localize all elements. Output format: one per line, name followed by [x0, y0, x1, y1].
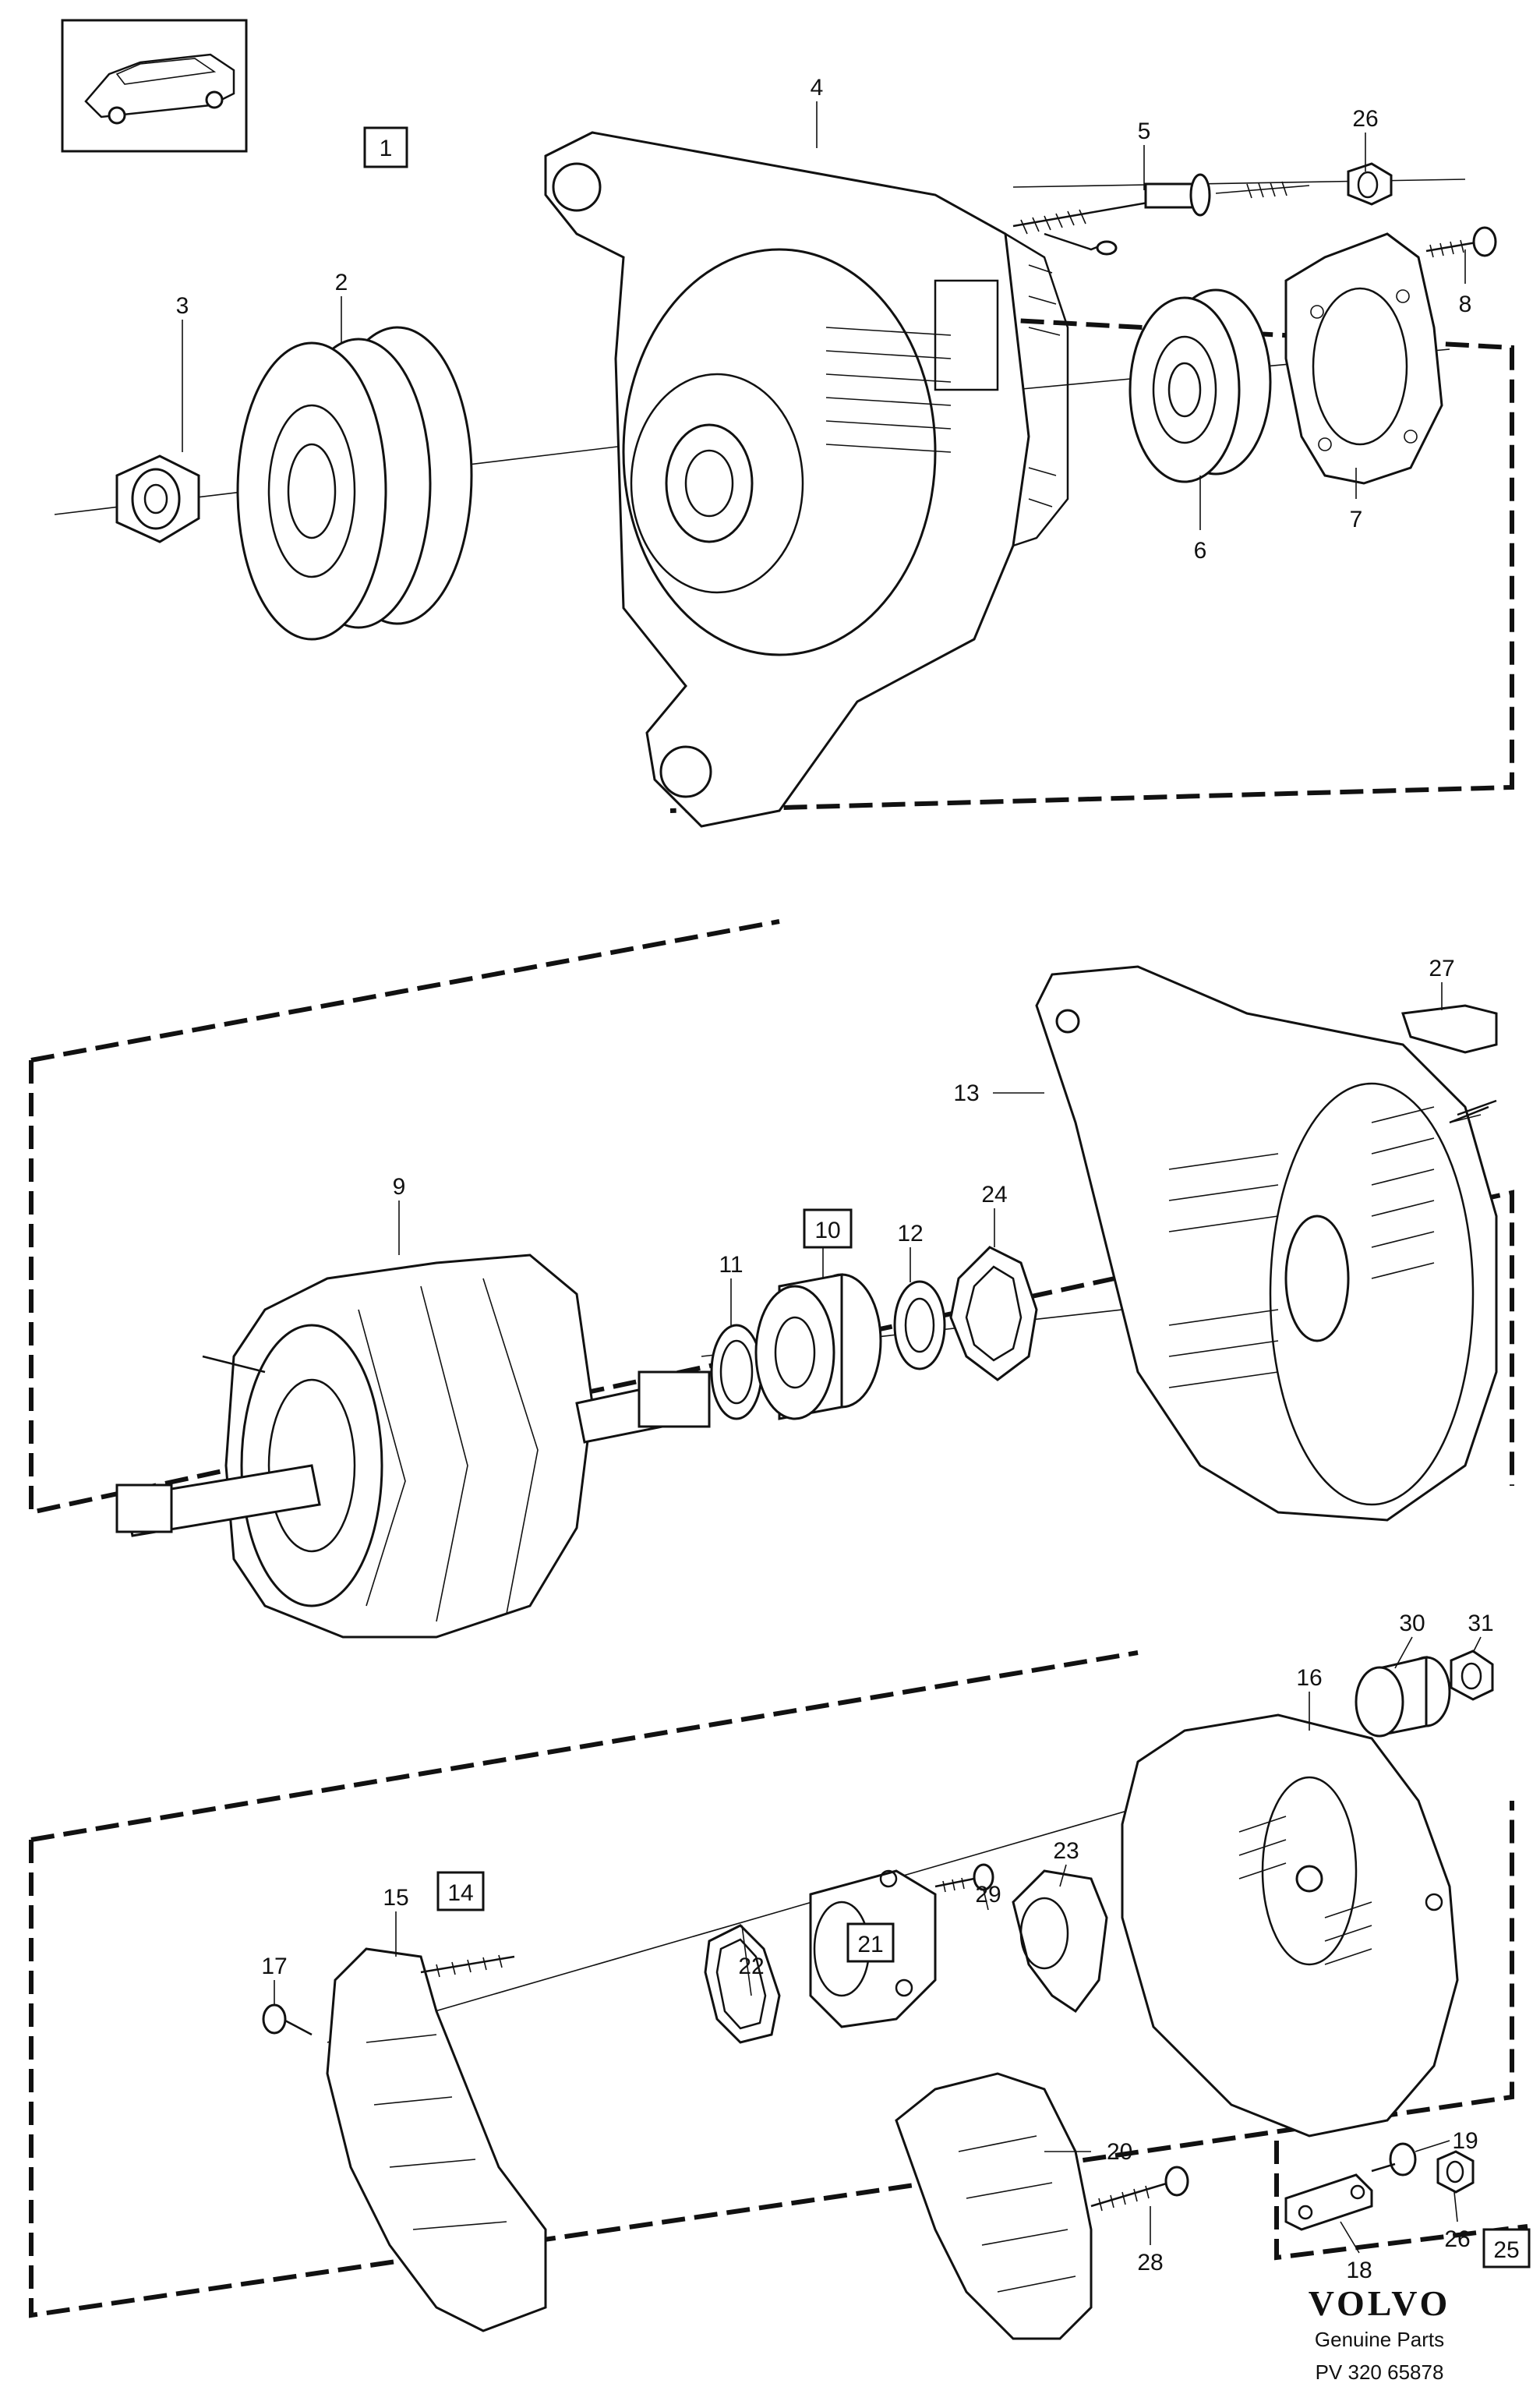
- part-3-nut: [115, 454, 200, 543]
- part-8-screw: [1425, 226, 1497, 258]
- callout-20: 20: [1107, 2139, 1132, 2165]
- callout-19: 19: [1452, 2128, 1478, 2154]
- callout-18: 18: [1346, 2258, 1372, 2283]
- callout-14: 14: [447, 1880, 473, 1906]
- part-23-regulator: [1012, 1869, 1108, 2014]
- callout-box-14: [436, 1871, 485, 1911]
- part-29-screw: [934, 1863, 994, 1893]
- callout-29: 29: [975, 1882, 1001, 1908]
- callout-31: 31: [1468, 1611, 1493, 1636]
- part-31-nut: [1450, 1650, 1494, 1701]
- leader-lines: [182, 101, 1482, 2254]
- part-11-ring: [710, 1324, 763, 1420]
- callout-28: 28: [1137, 2250, 1163, 2275]
- brand-logo: VOLVO: [1309, 2283, 1451, 2323]
- callout-box-25: [1482, 2228, 1531, 2268]
- callout-8: 8: [1459, 292, 1472, 317]
- callout-3: 3: [176, 293, 189, 319]
- callout-box-10: [803, 1208, 853, 1249]
- group-border-3: [29, 1801, 1514, 2318]
- callout-13: 13: [953, 1080, 979, 1106]
- part-12-ring: [893, 1280, 946, 1370]
- illustration-code: PV 320 65878: [1316, 2360, 1444, 2384]
- part-6-bearing: [1129, 288, 1272, 483]
- group-border-4: [1274, 2141, 1528, 2261]
- part-27-cap: [1400, 1004, 1498, 1123]
- callout-11: 11: [719, 1252, 743, 1278]
- callout-25: 25: [1493, 2237, 1519, 2263]
- callout-16: 16: [1296, 1665, 1322, 1691]
- callout-24: 24: [981, 1182, 1007, 1208]
- callout-30: 30: [1399, 1611, 1425, 1636]
- part-19-bolt: [1371, 2142, 1417, 2176]
- part-7-plate: [1284, 232, 1443, 485]
- part-9-rotor: [115, 1254, 711, 1639]
- part-5-bolt: [1012, 173, 1310, 256]
- callout-22: 22: [738, 1954, 764, 1979]
- callout-26-top: 26: [1352, 106, 1378, 132]
- group-border-3-top: [30, 1650, 1139, 1842]
- callout-1: 1: [380, 136, 393, 161]
- part-28-screw: [1090, 2166, 1189, 2212]
- callout-21: 21: [857, 1932, 883, 1957]
- callout-26-bottom: 26: [1444, 2226, 1470, 2252]
- callout-5: 5: [1138, 118, 1151, 144]
- genuine-parts-label: Genuine Parts: [1315, 2328, 1444, 2351]
- part-18-link-plate: [1284, 2173, 1373, 2231]
- callout-box-21: [846, 1922, 895, 1963]
- callout-23: 23: [1053, 1838, 1079, 1864]
- callout-12: 12: [897, 1221, 923, 1246]
- callout-9: 9: [393, 1174, 406, 1200]
- callout-10: 10: [814, 1218, 840, 1243]
- callout-4: 4: [811, 75, 824, 101]
- part-2-pulley: [236, 326, 473, 641]
- part-16-rear-cover: [1121, 1713, 1459, 2138]
- callout-2: 2: [335, 270, 348, 295]
- part-17-screw: [262, 2003, 313, 2036]
- group-border-2-top: [30, 919, 780, 1063]
- part-30-bushing: [1355, 1656, 1451, 1738]
- part-22-seal: [704, 1924, 781, 2044]
- callout-15: 15: [383, 1885, 408, 1911]
- callout-27: 27: [1429, 956, 1454, 981]
- part-26-nut-bottom: [1436, 2150, 1475, 2194]
- part-24-spring-washer: [949, 1246, 1038, 1381]
- part-13-rear-housing: [1035, 965, 1498, 1522]
- part-15-rectifier: [326, 1947, 547, 2332]
- callout-7: 7: [1350, 507, 1363, 532]
- callout-6: 6: [1194, 538, 1207, 564]
- callout-box-1: [363, 126, 408, 168]
- group-border-2: [29, 1060, 1514, 1515]
- part-4-front-housing: [544, 131, 1069, 828]
- car-thumbnail-icon: [61, 19, 248, 153]
- part-26-nut-top: [1347, 162, 1393, 206]
- part-10-bearing: [754, 1273, 882, 1420]
- callout-17: 17: [261, 1954, 287, 1979]
- part-20-regulator-body: [895, 2072, 1093, 2340]
